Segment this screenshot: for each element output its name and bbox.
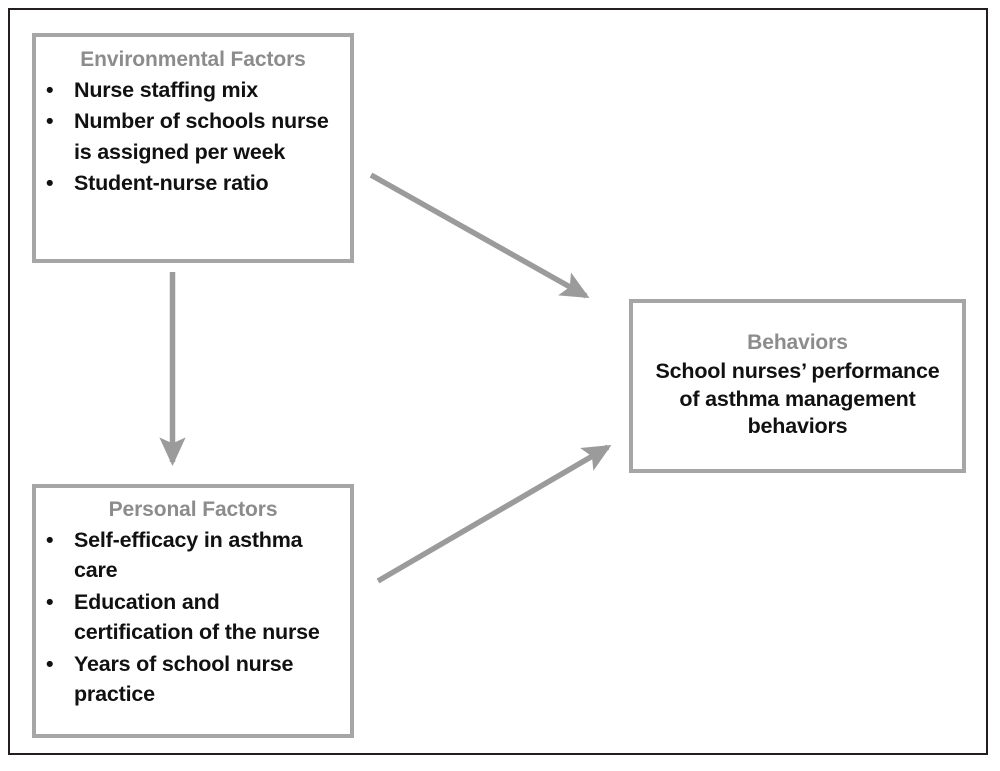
list-item-label: Education and certification of the nurse	[74, 589, 320, 645]
bullet-icon: •	[46, 171, 54, 196]
list-item: • Education and certification of the nur…	[38, 587, 344, 648]
list-item: • Years of school nurse practice	[38, 649, 344, 710]
node-environmental-factors: Environmental Factors • Nurse staffing m…	[32, 33, 354, 263]
bullet-icon: •	[46, 651, 54, 676]
list-item-label: Self-efficacy in asthma care	[74, 527, 303, 583]
node-environmental-factors-title: Environmental Factors	[80, 48, 306, 71]
node-personal-factors-title: Personal Factors	[108, 498, 278, 521]
node-behaviors: Behaviors School nurses’ performance of …	[629, 299, 966, 473]
list-item-label: Years of school nurse practice	[74, 651, 294, 707]
list-item-label: Number of schools nurse is assigned per …	[74, 109, 329, 164]
bullet-icon: •	[46, 77, 54, 102]
figure-border	[8, 8, 988, 755]
list-item-label: Nurse staffing mix	[74, 77, 258, 102]
environmental-factors-list: • Nurse staffing mix • Number of schools…	[36, 75, 350, 199]
list-item: • Number of schools nurse is assigned pe…	[38, 106, 344, 167]
bullet-icon: •	[46, 109, 54, 134]
list-item: • Self-efficacy in asthma care	[38, 525, 344, 586]
list-item-label: Student-nurse ratio	[74, 171, 269, 196]
bullet-icon: •	[46, 527, 54, 552]
node-personal-factors: Personal Factors • Self-efficacy in asth…	[32, 484, 354, 738]
bullet-icon: •	[46, 589, 54, 614]
list-item: • Student-nurse ratio	[38, 168, 344, 199]
node-behaviors-title: Behaviors	[747, 331, 848, 355]
personal-factors-list: • Self-efficacy in asthma care • Educati…	[36, 525, 350, 710]
list-item: • Nurse staffing mix	[38, 75, 344, 106]
node-behaviors-body: School nurses’ performance of asthma man…	[655, 359, 940, 439]
